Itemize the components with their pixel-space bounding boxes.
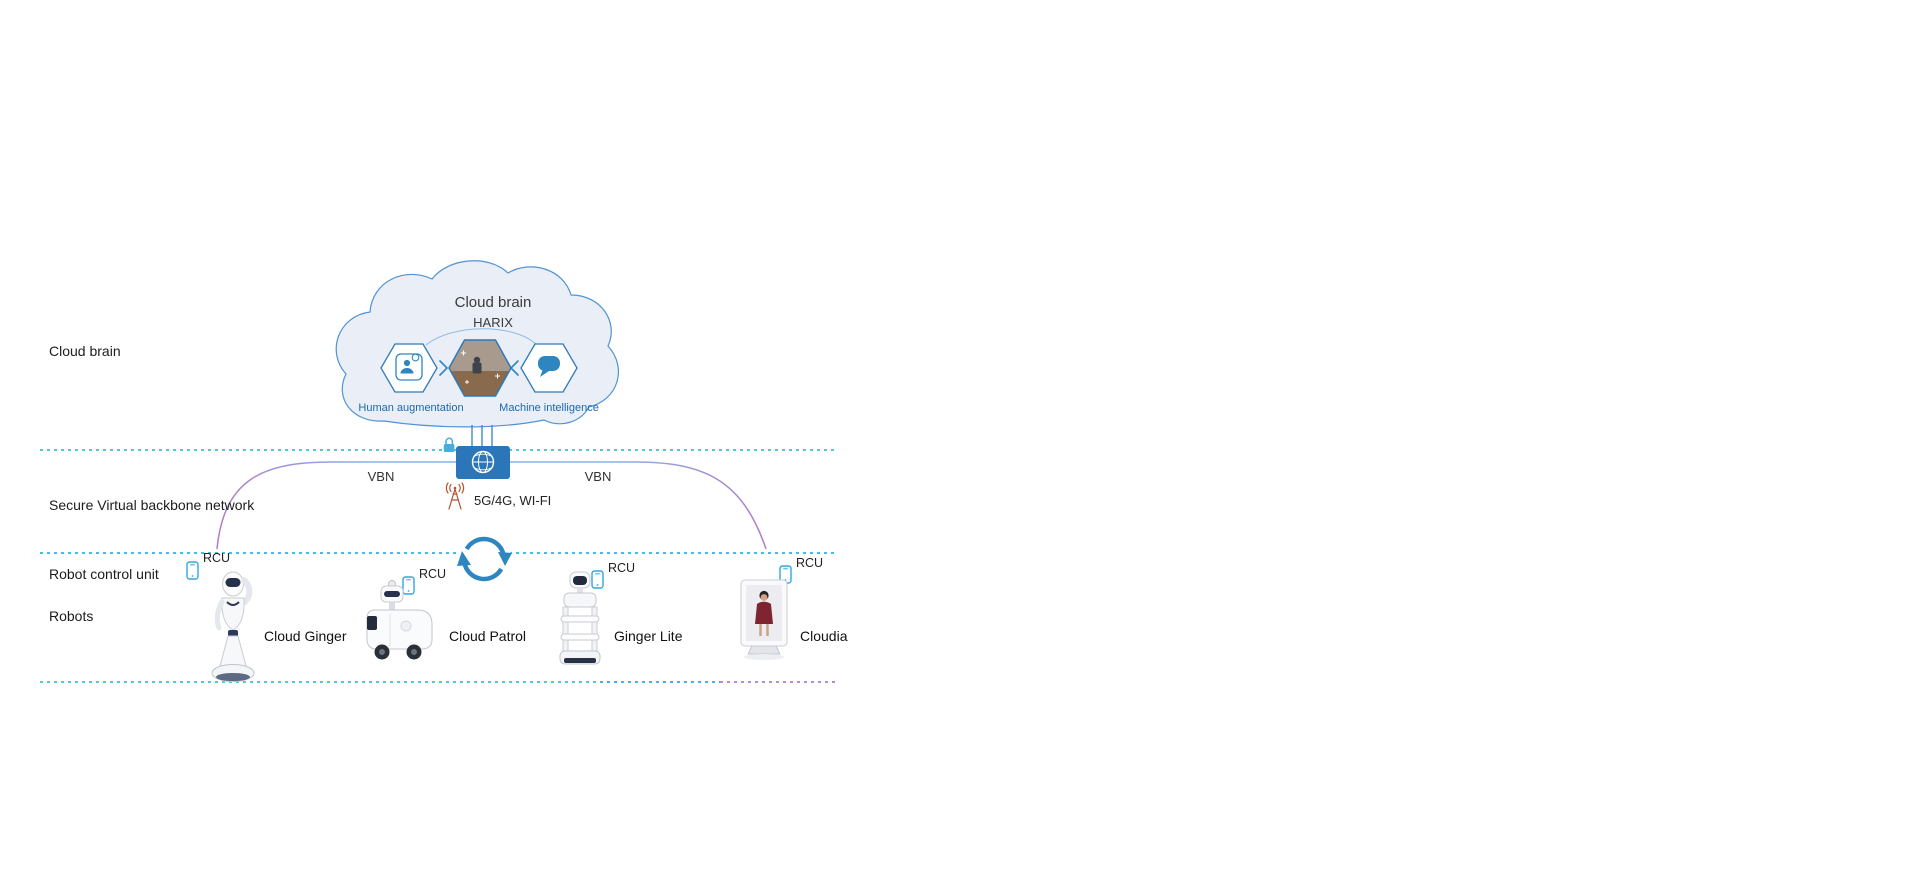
radio-tower-icon	[445, 482, 465, 510]
speech-bubble-icon	[538, 356, 560, 377]
hexagon-connector-arc	[425, 328, 537, 346]
robot-cloudia-figure	[740, 579, 788, 660]
smartphone-icon-3	[591, 570, 604, 589]
rcu-label-2: RCU	[419, 567, 447, 581]
rcu-label-1: RCU	[203, 551, 231, 565]
boundary-dotted-line-bottom-purple	[720, 681, 836, 683]
diagram-graphics	[186, 260, 792, 682]
vbn-label-left: VBN	[367, 469, 395, 484]
cloud-title: Cloud brain	[454, 294, 532, 311]
boundary-dotted-line-top	[40, 449, 836, 451]
section-label-robots: Robots	[49, 608, 94, 624]
robot-cloud-patrol-figure	[366, 580, 433, 660]
hexagon-human-augmentation	[380, 343, 438, 393]
smartphone-icon-2	[402, 576, 415, 595]
vbn-label-right: VBN	[584, 469, 612, 484]
section-label-cloud-brain: Cloud brain	[49, 343, 121, 359]
caption-machine-intelligence: Machine intelligence	[499, 402, 599, 414]
rcu-label-4: RCU	[796, 556, 824, 570]
boundary-dotted-line-bottom-cyan	[600, 681, 720, 683]
cloud-router-connectors	[471, 425, 493, 447]
robot-name-ginger-lite: Ginger Lite	[614, 628, 683, 644]
rcu-label-3: RCU	[608, 561, 636, 575]
robot-name-cloud-patrol: Cloud Patrol	[449, 628, 527, 644]
robot-name-cloudia: Cloudia	[800, 628, 848, 644]
robot-name-cloud-ginger: Cloud Ginger	[264, 628, 347, 644]
section-label-robot-control-unit: Robot control unit	[49, 566, 159, 582]
smartphone-icon-1	[186, 561, 199, 580]
globe-router-icon	[456, 446, 510, 479]
arrow-right-icon	[439, 360, 449, 376]
person-chat-icon	[395, 353, 423, 381]
section-label-secure-vbn: Secure Virtual backbone network	[49, 497, 255, 513]
lock-icon	[443, 437, 455, 452]
hexagon-machine-intelligence	[520, 343, 578, 393]
robot-cloud-ginger-figure	[211, 571, 255, 682]
caption-human-augmentation: Human augmentation	[358, 402, 464, 414]
sync-arrows-icon	[457, 532, 512, 586]
boundary-dotted-line-middle	[40, 552, 836, 554]
smartphone-icon-4	[779, 565, 792, 584]
cloud-subtitle-harix: HARIX	[473, 315, 513, 330]
boundary-dotted-line-bottom-teal	[40, 681, 600, 683]
robot-ginger-lite-figure	[559, 571, 601, 665]
wireless-label: 5G/4G, WI-FI	[474, 493, 552, 508]
